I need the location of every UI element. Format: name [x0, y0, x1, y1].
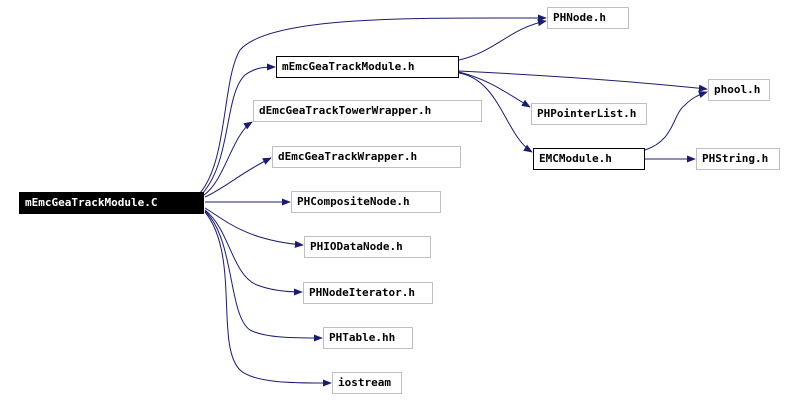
- node-demcgeatracktowerwrapper-h[interactable]: dEmcGeaTrackTowerWrapper.h: [253, 100, 482, 122]
- node-phpointerlist-h[interactable]: PHPointerList.h: [531, 103, 647, 125]
- node-phool-h[interactable]: phool.h: [708, 79, 770, 101]
- edge-root-to-phnodeiter: [204, 209, 303, 296]
- edge-memcmodule-to-phnode: [458, 19, 547, 61]
- edge-memcmodule-to-phpointerlist: [458, 71, 531, 108]
- edge-root-to-phnode: [199, 14, 547, 194]
- edge-root-to-towerwrapper: [203, 121, 253, 196]
- edge-root-to-phiodata: [204, 207, 304, 248]
- edge-root-to-wrapper: [204, 157, 272, 198]
- edge-root-to-memcmodule: [201, 63, 276, 195]
- node-memcgeatrackmodule-c[interactable]: mEmcGeaTrackModule.C: [19, 192, 204, 214]
- node-emcmodule-h[interactable]: EMCModule.h: [533, 148, 645, 170]
- edge-memcmodule-to-phool: [458, 70, 708, 92]
- edge-memcmodule-to-emcmodule: [458, 72, 533, 153]
- node-phnodeiterator-h[interactable]: PHNodeIterator.h: [303, 282, 433, 304]
- edge-emcmodule-to-phool: [644, 91, 708, 151]
- node-iostream[interactable]: iostream: [332, 372, 402, 394]
- edge-root-to-phtable: [204, 210, 323, 342]
- node-phstring-h[interactable]: PHString.h: [696, 148, 780, 170]
- node-phtable-hh[interactable]: PHTable.hh: [323, 327, 413, 349]
- node-phcompositenode-h[interactable]: PHCompositeNode.h: [291, 191, 441, 213]
- node-phnode-h[interactable]: PHNode.h: [547, 7, 629, 29]
- node-demcgeatrackwrapper-h[interactable]: dEmcGeaTrackWrapper.h: [272, 146, 461, 168]
- node-phiodatanode-h[interactable]: PHIODataNode.h: [304, 236, 431, 258]
- edge-root-to-iostream: [204, 211, 332, 387]
- node-memcgeatrackmodule-h[interactable]: mEmcGeaTrackModule.h: [276, 56, 459, 78]
